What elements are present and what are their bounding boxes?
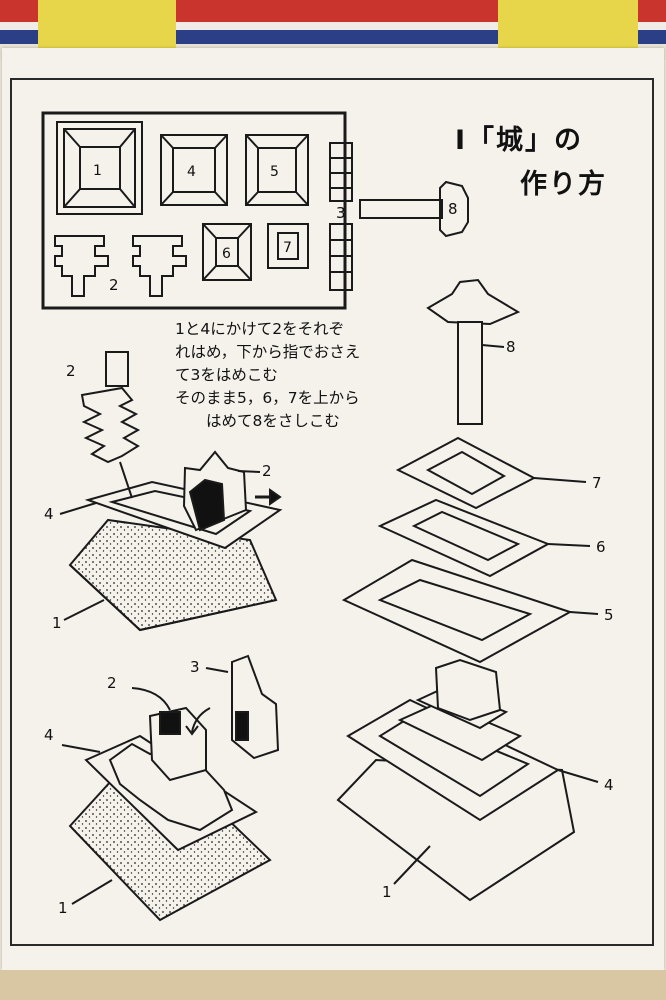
step3-label: 6 [596, 538, 606, 556]
instruction-line: れはめ，下から指でおさえ [175, 343, 361, 361]
stacked-part-2 [108, 742, 234, 832]
title-line-2: 作り方 [520, 169, 607, 200]
background-poster-strip [0, 0, 666, 60]
tower-base: 4 1 [336, 658, 614, 902]
part-label: 7 [283, 240, 292, 256]
key-top [105, 351, 129, 387]
step3-label: 1 [382, 883, 392, 901]
step-2-figure: 2 3 4 1 [44, 654, 280, 922]
yellow-panel-left [38, 0, 176, 52]
part-3-strips [329, 142, 353, 291]
step3-label: 8 [506, 338, 516, 356]
step1-label: 2 [262, 462, 272, 480]
roof-part-7: 7 [395, 436, 602, 510]
part-label: 4 [187, 164, 196, 180]
step-3-figure: 8 7 6 5 [336, 278, 614, 902]
parts-sheet: 1 4 5 2 6 7 3 8 [41, 111, 469, 310]
step3-label: 5 [604, 606, 614, 624]
instruction-line: 1と4にかけて2をそれぞ [175, 320, 345, 338]
part-label: 5 [270, 164, 279, 180]
step1-label: 4 [44, 505, 54, 523]
title-line-1: Ⅰ「城」の [455, 125, 584, 156]
roof-part-5: 5 [341, 558, 614, 664]
part-3-strip [231, 654, 280, 760]
part-1-plate [56, 121, 143, 215]
instruction-line: はめて8をさしこむ [175, 412, 340, 430]
part-label: 1 [93, 163, 102, 179]
table-edge [0, 970, 666, 1000]
parts-sheet-outline [41, 111, 347, 310]
step2-label: 1 [58, 899, 68, 917]
instruction-line: て3をはめこむ [175, 366, 278, 384]
sheet-border [10, 78, 654, 946]
spire-part-8: 8 [426, 278, 521, 425]
part-label: 6 [222, 246, 231, 262]
part-label: 3 [336, 204, 346, 222]
roof-part-6: 6 [377, 498, 606, 578]
step2-label: 2 [107, 674, 117, 692]
part-label: 2 [109, 276, 119, 294]
plate-part-4 [84, 480, 283, 550]
part-5-plate [245, 134, 309, 206]
step2-label: 3 [190, 658, 200, 676]
part-8-spire [359, 180, 469, 238]
step3-label: 7 [592, 474, 602, 492]
assembly-instructions: 1と4にかけて2をそれぞれはめ，下から指でおさえて3をはめこむそのまま5，6，7… [175, 318, 360, 433]
part-7-plate [267, 223, 309, 269]
white-band [0, 22, 666, 30]
part-4-plate [160, 134, 228, 206]
key-part-2 [80, 386, 141, 464]
step1-label: 2 [66, 362, 76, 380]
step2-label: 4 [44, 726, 54, 744]
step-1-figure: 2 2 4 1 [44, 351, 283, 632]
yellow-panel-right [498, 0, 638, 52]
step3-label: 4 [604, 776, 614, 794]
base-part-1 [68, 518, 278, 632]
part-6-plate [202, 223, 252, 281]
part-label: 8 [448, 200, 458, 218]
instruction-line: そのまま5，6，7を上から [175, 389, 360, 407]
step1-label: 1 [52, 614, 62, 632]
part-2-pieces [54, 235, 187, 297]
